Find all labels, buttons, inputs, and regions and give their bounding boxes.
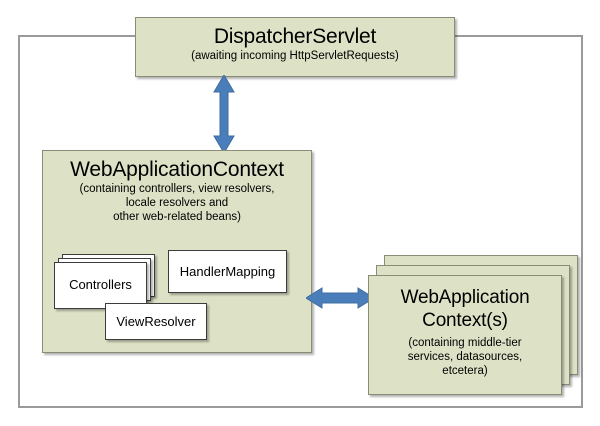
web-application-context-title: WebApplicationContext [70, 158, 284, 181]
root-application-context-subtitle-line-1: (containing middle-tier [408, 337, 522, 349]
root-application-context-text: WebApplication Context(s) (containing mi… [369, 286, 561, 378]
dispatcher-servlet-box[interactable]: DispatcherServlet (awaiting incoming Htt… [135, 17, 455, 77]
root-application-context-title-line-1: WebApplication [400, 287, 530, 308]
double-arrow-horizontal-icon [305, 285, 375, 311]
controllers-box[interactable]: Controllers [54, 262, 147, 309]
view-resolver-label: ViewResolver [116, 314, 196, 329]
dispatcher-servlet-title: DispatcherServlet [213, 25, 377, 48]
handler-mapping-box[interactable]: HandlerMapping [168, 250, 287, 293]
dispatcher-servlet-subtitle: (awaiting incoming HttpServletRequests) [191, 50, 399, 62]
web-application-context-subtitle-line-3: other web-related beans) [113, 211, 241, 223]
view-resolver-text: ViewResolver [106, 314, 206, 330]
root-application-context-title-line-2: Context(s) [422, 310, 508, 331]
controllers-label: Controllers [69, 277, 132, 292]
web-application-context-subtitle-line-2: locale resolvers and [125, 197, 229, 209]
web-application-context-subtitle-line-1: (containing controllers, view resolvers, [79, 183, 275, 195]
controllers-text: Controllers [55, 277, 146, 293]
web-application-context-text: WebApplicationContext (containing contro… [43, 157, 311, 224]
handler-mapping-text: HandlerMapping [169, 264, 286, 280]
view-resolver-box[interactable]: ViewResolver [105, 303, 207, 340]
handler-mapping-label: HandlerMapping [179, 264, 276, 279]
double-arrow-vertical-icon [212, 74, 236, 154]
root-application-context-subtitle-line-2: services, datasources, [407, 351, 523, 363]
root-application-context-box[interactable]: WebApplication Context(s) (containing mi… [368, 275, 562, 395]
dispatcher-servlet-text: DispatcherServlet (awaiting incoming Htt… [136, 24, 454, 63]
root-application-context-subtitle-line-3: etcetera) [442, 365, 488, 377]
